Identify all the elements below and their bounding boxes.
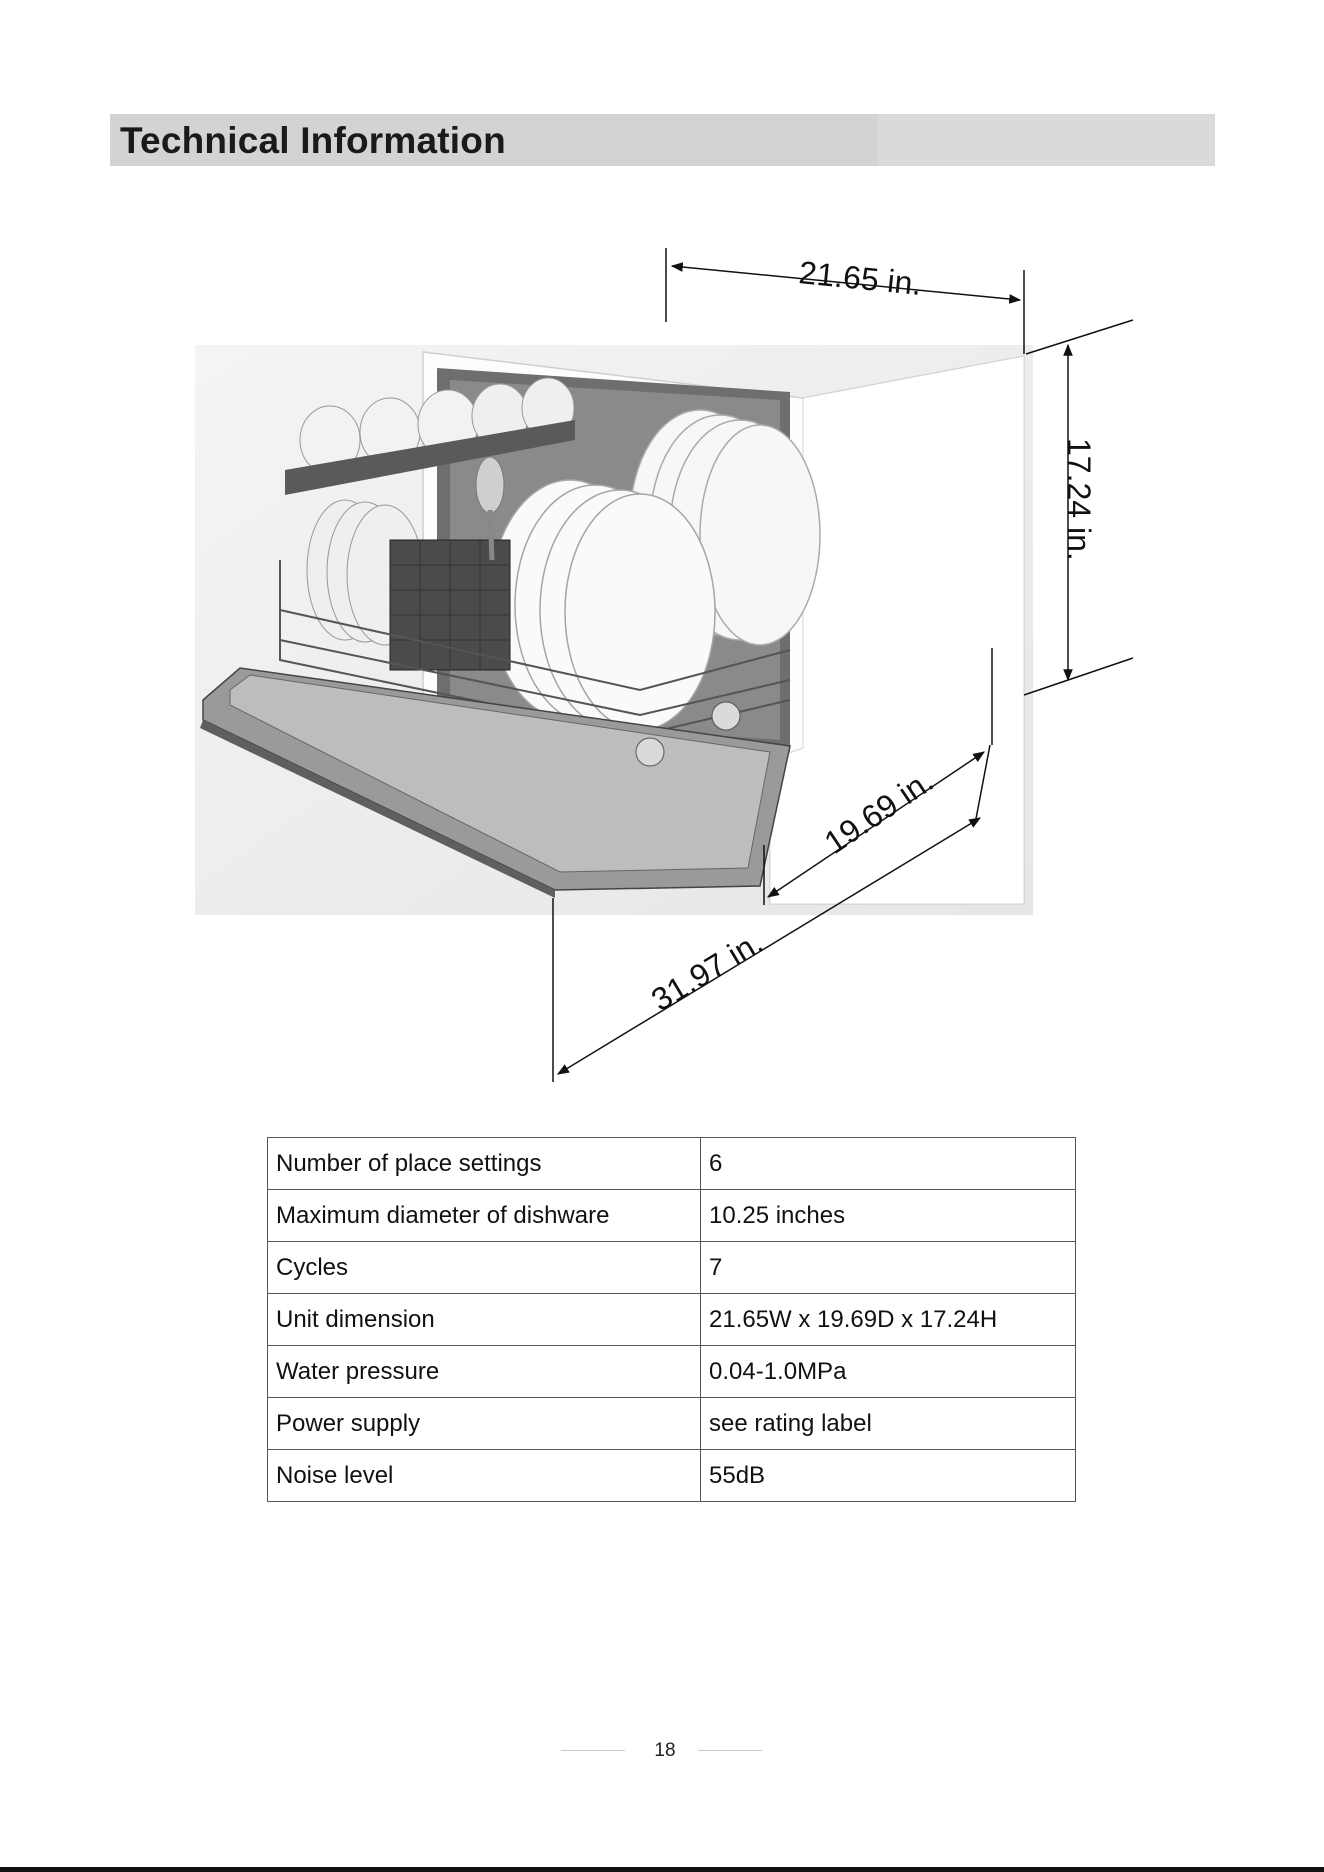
dimension-height-label: 17.24 in.	[1061, 438, 1097, 561]
table-row: Maximum diameter of dishware 10.25 inche…	[268, 1190, 1076, 1242]
footer-rule-right	[698, 1750, 762, 1751]
table-row: Noise level 55dB	[268, 1450, 1076, 1502]
spec-label: Noise level	[268, 1450, 701, 1502]
spec-label: Number of place settings	[268, 1138, 701, 1190]
spec-value: 6	[701, 1138, 1076, 1190]
spec-value: 10.25 inches	[701, 1190, 1076, 1242]
page-number: 18	[640, 1740, 690, 1762]
spec-value: 0.04-1.0MPa	[701, 1346, 1076, 1398]
spec-label: Water pressure	[268, 1346, 701, 1398]
spec-label: Maximum diameter of dishware	[268, 1190, 701, 1242]
spec-value: 55dB	[701, 1450, 1076, 1502]
spec-label: Power supply	[268, 1398, 701, 1450]
spec-value: see rating label	[701, 1398, 1076, 1450]
spec-label: Cycles	[268, 1242, 701, 1294]
plates-front	[490, 480, 715, 730]
table-row: Number of place settings 6	[268, 1138, 1076, 1190]
dishwasher-dimension-diagram: 21.65 in. 17.24 in. 19.69 in. 31.97 in.	[0, 0, 1324, 1100]
table-row: Unit dimension 21.65W x 19.69D x 17.24H	[268, 1294, 1076, 1346]
dimension-width-label: 21.65 in.	[797, 254, 923, 302]
table-row: Water pressure 0.04-1.0MPa	[268, 1346, 1076, 1398]
table-row: Cycles 7	[268, 1242, 1076, 1294]
footer-rule-left	[561, 1750, 625, 1751]
spec-label: Unit dimension	[268, 1294, 701, 1346]
spec-table: Number of place settings 6 Maximum diame…	[267, 1137, 1076, 1502]
spec-value: 21.65W x 19.69D x 17.24H	[701, 1294, 1076, 1346]
spec-value: 7	[701, 1242, 1076, 1294]
bottom-rule	[0, 1867, 1324, 1872]
dimension-depth-open-label: 31.97 in.	[645, 924, 769, 1018]
table-row: Power supply see rating label	[268, 1398, 1076, 1450]
